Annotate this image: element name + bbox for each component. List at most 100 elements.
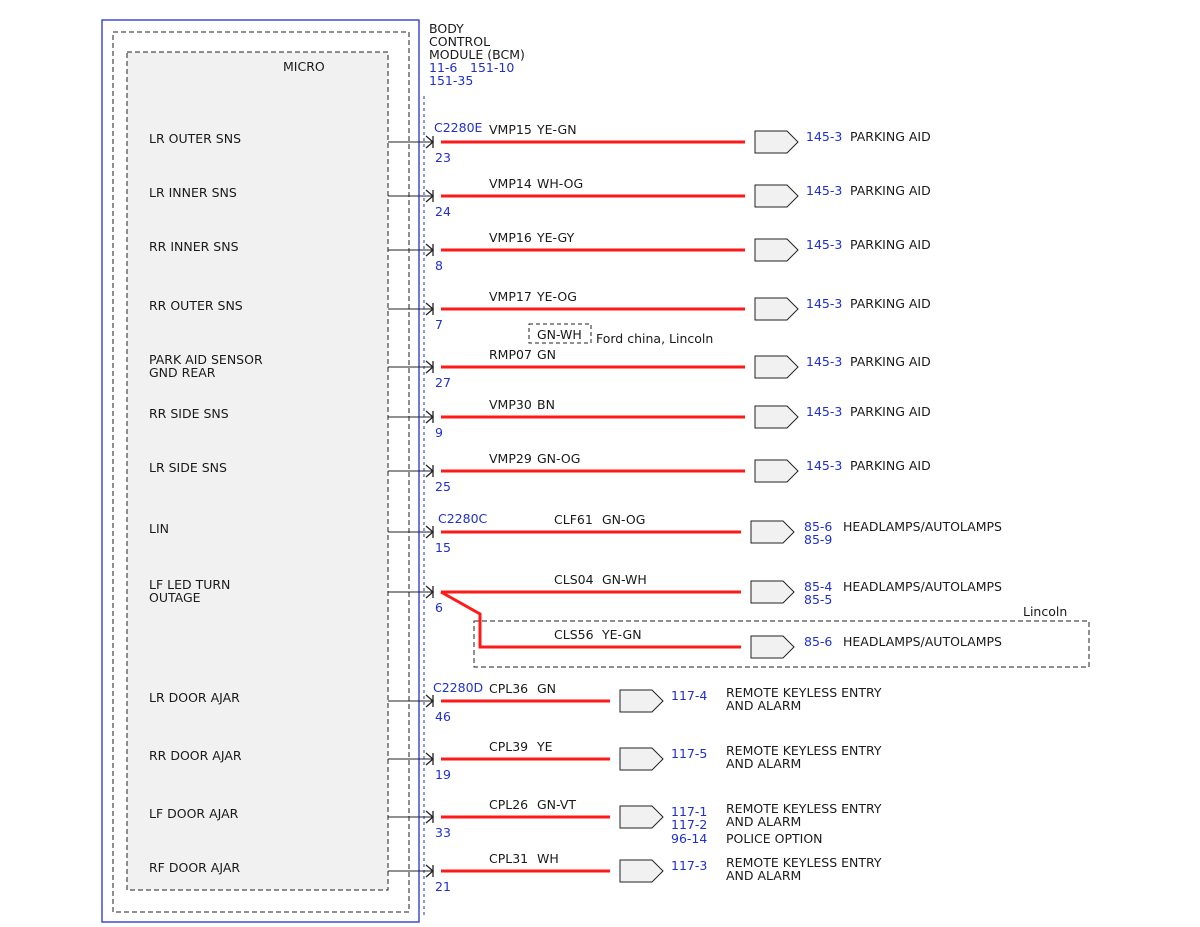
police-option-ref: 96-14 [671, 831, 707, 846]
destination-label: AND ALARM [726, 868, 801, 883]
destination-label: PARKING AID [850, 129, 931, 144]
circuit-id: VMP17 [489, 289, 532, 304]
destination-label: PARKING AID [850, 354, 931, 369]
destination-ref: 117-1 [671, 804, 707, 819]
pin-function-label: LR SIDE SNS [149, 460, 227, 475]
destination-label: REMOTE KEYLESS ENTRY [726, 685, 882, 700]
wire-branch [440, 590, 741, 649]
destination-label: REMOTE KEYLESS ENTRY [726, 855, 882, 870]
destination-ref: 117-4 [671, 688, 707, 703]
pin-function-label: LF DOOR AJAR [149, 806, 239, 821]
destination-label: AND ALARM [726, 756, 801, 771]
ford-option-note: Ford china, Lincoln [596, 331, 713, 346]
pin-function-label: RF DOOR AJAR [149, 860, 240, 875]
police-option-label: POLICE OPTION [726, 831, 823, 846]
destination-label: AND ALARM [726, 698, 801, 713]
destination-label: REMOTE KEYLESS ENTRY [726, 801, 882, 816]
pin-number: 8 [435, 258, 443, 273]
destination-connector [754, 405, 799, 429]
circuit-id: CPL39 [489, 739, 528, 754]
pin-function-label: GND REAR [149, 365, 216, 380]
circuit-id: VMP15 [489, 122, 532, 137]
destination-ref: 117-3 [671, 858, 707, 873]
module-title-line-3: MODULE (BCM) [429, 47, 525, 62]
wire-color: GN [537, 681, 556, 696]
destination-ref: 145-3 [806, 354, 842, 369]
wire-color: GN-WH [602, 572, 647, 587]
destination-connector [619, 689, 664, 713]
circuit-id: CLS56 [554, 627, 594, 642]
wire-color: WH-OG [537, 176, 583, 191]
circuit-id: VMP29 [489, 451, 532, 466]
destination-ref: 145-3 [806, 404, 842, 419]
pin-number: 25 [435, 479, 451, 494]
destination-ref: 117-5 [671, 746, 707, 761]
pin-number: 24 [435, 204, 451, 219]
destination-label: HEADLAMPS/AUTOLAMPS [843, 634, 1002, 649]
module-title-line-1: BODY [429, 21, 464, 36]
pin-number: 19 [435, 767, 451, 782]
destination-label: PARKING AID [850, 458, 931, 473]
circuit-id: RMP07 [489, 347, 532, 362]
wire-color: BN [537, 397, 555, 412]
destination-label: HEADLAMPS/AUTOLAMPS [843, 579, 1002, 594]
pin-function-label: LF LED TURN [149, 577, 230, 592]
destination-ref: 85-5 [804, 592, 832, 607]
destination-label: PARKING AID [850, 296, 931, 311]
ford-option-box [528, 323, 592, 344]
destination-label: HEADLAMPS/AUTOLAMPS [843, 519, 1002, 534]
pin-function-label: RR OUTER SNS [149, 298, 243, 313]
module-ref-1: 11-6 [429, 60, 457, 75]
pin-function-label: LR INNER SNS [149, 185, 237, 200]
bcm-dashed-frame [112, 31, 410, 913]
destination-connector [619, 805, 664, 829]
module-ref-2: 151-10 [470, 60, 514, 75]
wire-color: GN-OG [602, 512, 645, 527]
wire-color: YE-GN [601, 627, 642, 642]
circuit-id: CPL26 [489, 797, 528, 812]
module-title-line-2: CONTROL [429, 34, 490, 49]
destination-connector [619, 859, 664, 883]
pin-number: 33 [435, 825, 451, 840]
wire-color: YE [536, 739, 553, 754]
destination-connector [754, 238, 799, 262]
lincoln-option-label: Lincoln [1023, 604, 1067, 619]
pin-function-label: RR SIDE SNS [149, 406, 229, 421]
destination-ref: 85-4 [804, 579, 832, 594]
destination-ref: 85-6 [804, 519, 832, 534]
destination-label: PARKING AID [850, 404, 931, 419]
pin-function-label: LR OUTER SNS [149, 131, 241, 146]
destination-connector [750, 520, 795, 544]
pin-number: 23 [435, 150, 451, 165]
destination-connector [754, 297, 799, 321]
destination-connector [750, 580, 795, 604]
destination-ref: 145-3 [806, 237, 842, 252]
destination-connector [754, 355, 799, 379]
circuit-id: CLF61 [554, 512, 593, 527]
pin-function-label: LIN [149, 521, 169, 536]
micro-label: MICRO [283, 59, 325, 74]
wire-color: WH [537, 851, 559, 866]
pin-number: 21 [435, 879, 451, 894]
wire-color: GN-OG [537, 451, 580, 466]
ford-option-box-text: GN-WH [537, 327, 582, 342]
pin-number: 6 [435, 600, 443, 615]
pin-number: 15 [435, 540, 451, 555]
module-ref-3: 151-35 [429, 73, 473, 88]
connector-c2280c: C2280C [438, 511, 488, 526]
wire-color: YE-GY [536, 230, 575, 245]
pin-function-label: RR INNER SNS [149, 239, 239, 254]
destination-ref: 145-3 [806, 183, 842, 198]
destination-ref: 145-3 [806, 129, 842, 144]
destination-connector [754, 459, 799, 483]
destination-connector [750, 635, 795, 659]
destination-connector [619, 747, 664, 771]
pin-function-label: LR DOOR AJAR [149, 690, 240, 705]
wire-color: GN [537, 347, 556, 362]
pin-number: 9 [435, 425, 443, 440]
lincoln-option-box [473, 620, 1090, 668]
connector-c2280d: C2280D [433, 680, 483, 695]
pin-number: 7 [435, 317, 443, 332]
